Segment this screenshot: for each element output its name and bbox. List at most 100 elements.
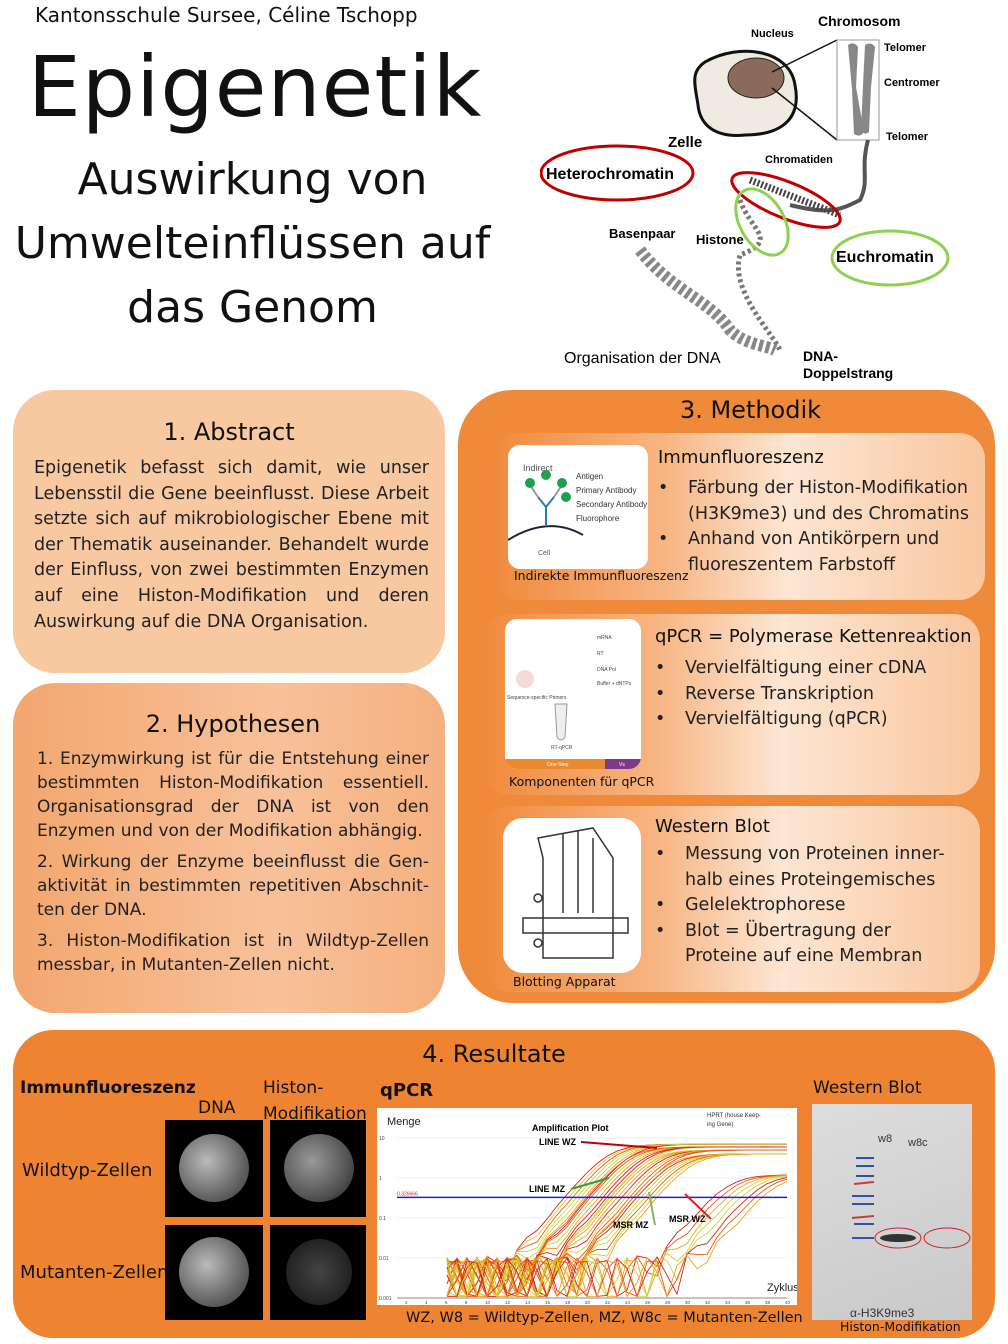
section-title: 3. Methodik (679, 396, 822, 424)
x-tick: 34 (725, 1300, 731, 1305)
panel-title: Western Blot (655, 816, 770, 837)
qpcr-title: qPCR (380, 1080, 434, 1101)
methodik-section: 3. Methodik Indirect Cell Antigen Primar… (458, 390, 995, 1003)
row-mutanten: Mutanten-Zellen (20, 1262, 169, 1283)
immunfluorescence-image: Indirect Cell Antigen Primary Antibody S… (508, 445, 648, 569)
bullet-item: Anhand von Antikörpern und fluoreszentem… (658, 527, 978, 578)
if-title: Immunfluoreszenz (20, 1078, 196, 1098)
svg-text:Buffer + dNTPs: Buffer + dNTPs (597, 681, 632, 687)
x-tick: 26 (645, 1300, 651, 1305)
subtitle-line: das Genom (127, 282, 378, 333)
svg-text:One-Step: One-Step (547, 762, 569, 768)
amplification-curve (446, 1180, 788, 1298)
svg-text:RT-qPCR: RT-qPCR (551, 745, 573, 751)
bullet-item: Reverse Transkription (655, 682, 975, 708)
wb-caption: Histon-Modifikation (840, 1319, 961, 1334)
col-histon: Histon-Modifikation (263, 1078, 367, 1124)
label-nucleus: Nucleus (751, 28, 794, 40)
x-tick: 8 (465, 1300, 468, 1305)
fluorescence-image-wt-dna (165, 1120, 263, 1217)
dna-organisation-diagram: Nucleus Chromosom Telomer Centromer Telo… (540, 13, 950, 381)
panel-title: qPCR = Polymerase Kettenreaktion (655, 626, 972, 647)
label-chromatiden: Chromatiden (765, 154, 833, 166)
fluorescence-image-wt-histon (270, 1120, 366, 1217)
annotation-label: LINE WZ (539, 1137, 576, 1147)
amplification-curve (446, 1153, 787, 1298)
label-zelle: Zelle (668, 134, 702, 151)
annotation-arrow (648, 1191, 656, 1226)
label-telomer: Telomer (884, 42, 927, 54)
x-tick: 4 (425, 1300, 428, 1305)
svg-text:Sequence-specific Primers: Sequence-specific Primers (507, 695, 567, 701)
x-tick: 32 (705, 1300, 711, 1305)
annotation-arrow (684, 1193, 712, 1220)
western-blot-image: w8 w8c α-H3K9me3 (812, 1104, 972, 1320)
x-tick: 24 (625, 1300, 631, 1305)
label-dna: DNA- (803, 348, 838, 364)
y-tick: 10 (379, 1136, 385, 1142)
svg-text:DNA Pol: DNA Pol (597, 667, 616, 673)
x-tick: 30 (685, 1300, 691, 1305)
label-basenpaar: Basenpaar (609, 226, 675, 241)
hypothesis-item: 3. Histon-Modifikation ist in Wildtyp-Ze… (37, 931, 429, 975)
resultate-section: 4. Resultate Immunfluoreszenz DNA Histon… (13, 1030, 995, 1338)
amplification-curve (446, 1143, 787, 1298)
legend-fluorophore: Fluorophore (576, 514, 620, 523)
svg-text:mRNA: mRNA (597, 635, 612, 641)
euchromatin-ring (734, 187, 790, 257)
lane-label: w8 (877, 1133, 892, 1145)
x-tick: 36 (745, 1300, 751, 1305)
annotation-label: MSR MZ (613, 1220, 649, 1230)
y-tick: 1 (379, 1176, 382, 1182)
fluorescence-image-mut-dna (165, 1225, 263, 1320)
section-title: 2. Hypothesen (145, 710, 321, 738)
cell-label: Cell (538, 550, 551, 557)
y-tick: 0.001 (379, 1296, 392, 1302)
qpcr-legend: WZ, W8 = Wildtyp-Zellen, MZ, W8c = Mutan… (406, 1310, 803, 1326)
label-doppelstrang: Doppelstrang (803, 365, 893, 381)
label-euchromatin: Euchromatin (836, 249, 934, 266)
nucleus-shape (727, 57, 785, 99)
hprt-label: HPRT (house Keep- (707, 1113, 761, 1119)
lane-label: w8c (907, 1137, 928, 1149)
x-axis-label: Zyklus (767, 1282, 797, 1294)
hprt-label: ing Gene) (707, 1122, 733, 1128)
diagram-caption: Organisation der DNA (564, 350, 721, 367)
label-chromosom: Chromosom (818, 13, 900, 29)
label-heterochromatin: Heterochromatin (546, 166, 674, 183)
band-w8 (880, 1234, 916, 1242)
bullet-item: Färbung der Histon-Modifikation (H3K9me3… (658, 476, 978, 527)
bullet-item: Vervielfältigung (qPCR) (655, 707, 975, 733)
hypothesen-section: 2. Hypothesen 1. Enzymwirkung ist für di… (13, 683, 445, 1013)
legend-secondary-antibody: Secondary Antibody (576, 500, 647, 509)
amplification-curve (446, 1175, 788, 1298)
abstract-text: Epigenetik befasst sich damit, wie unser… (34, 458, 429, 632)
label-telomer: Telomer (886, 131, 929, 143)
label-histone: Histone (696, 232, 744, 247)
hypothesis-item: 2. Wirkung der Enzyme beeinflusst die Ge… (37, 852, 429, 920)
image-caption: Komponenten für qPCR (509, 774, 655, 789)
image-heading: Indirect (523, 463, 553, 473)
x-tick: 16 (545, 1300, 551, 1305)
x-tick: 38 (765, 1300, 771, 1305)
chromosome-shape (848, 43, 875, 136)
hypothesis-item: 1. Enzymwirkung ist für die Entstehung e… (37, 749, 429, 841)
x-tick: 22 (605, 1300, 611, 1305)
image-caption: Indirekte Immunfluoreszenz (514, 568, 689, 583)
highlight-ring (874, 1227, 922, 1249)
poster-title: Epigenetik (27, 38, 483, 136)
bullet-item: Blot = Übertragung der Proteine auf eine… (655, 919, 945, 970)
antibody-label: α-H3K9me3 (850, 1306, 915, 1320)
section-title: 1. Abstract (163, 418, 295, 446)
plot-title: Amplification Plot (532, 1123, 609, 1133)
qpcr-components-image: mRNA RT DNA Pol Buffer + dNTPs Sequence-… (505, 619, 641, 769)
svg-text:RT: RT (597, 651, 604, 657)
annotation-label: LINE MZ (529, 1184, 565, 1194)
x-tick: 28 (665, 1300, 671, 1305)
y-tick: 0.1 (379, 1216, 386, 1222)
method-panel-immunfluoreszenz: Indirect Cell Antigen Primary Antibody S… (492, 433, 985, 600)
amplification-curve (446, 1174, 788, 1298)
col-dna: DNA (198, 1098, 236, 1118)
svg-text:Vs: Vs (619, 762, 625, 768)
